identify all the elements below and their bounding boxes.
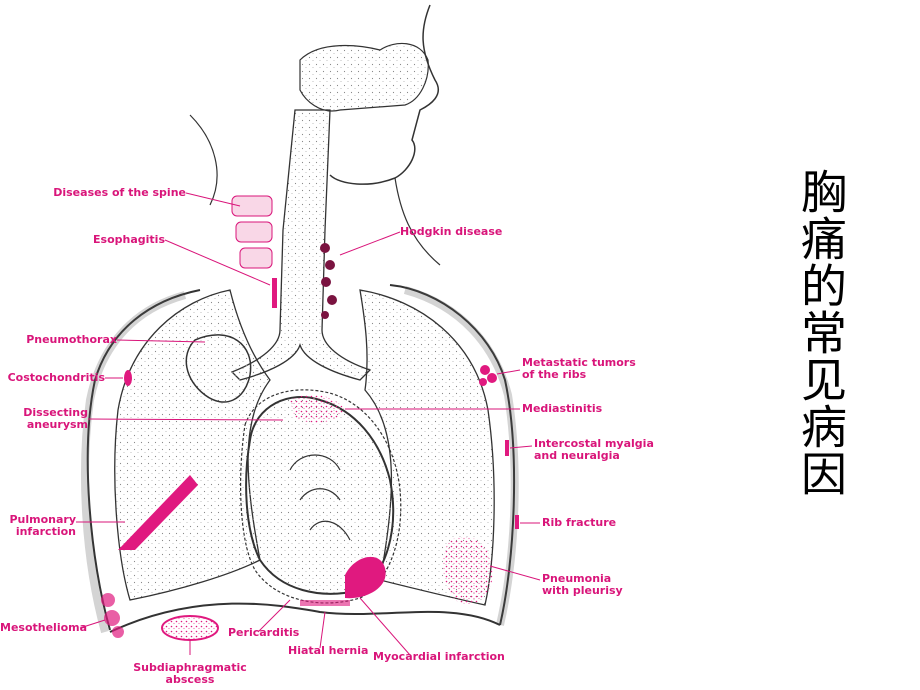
mesothelioma-lesion [101,593,124,638]
thorax-outline [86,284,516,631]
heart-valves [289,454,351,541]
label-pulmonary-infarction: Pulmonary infarction [9,513,76,538]
label-hiatal-hernia: Hiatal hernia [288,644,369,657]
pneumonia-region [443,536,493,604]
subdiaphragmatic-abscess-lesion [161,615,219,641]
intercostal-lesion [505,440,509,456]
mediastinitis-region [290,394,345,423]
leader-lines [76,192,541,656]
pulmonary-infarction-lesion [118,475,198,550]
hiatal-hernia-lesion [300,600,350,606]
label-pneumonia-with-pleurisy: Pneumonia with pleurisy [542,572,623,597]
label-costochondritis: Costochondritis [7,371,105,384]
label-esophagitis: Esophagitis [93,233,165,246]
chest-wall [81,291,187,634]
label-rib-fracture: Rib fracture [542,516,617,529]
label-dissecting-aneurysm: Dissecting aneurysm [23,406,88,431]
label-intercostal-myalgia: Intercostal myalgia and neuralgia [534,437,654,462]
metastatic-rib-tumor [479,365,497,386]
pneumothorax-region [185,334,252,403]
pericardium [239,389,402,604]
trachea [230,109,372,381]
label-subdiaphragmatic-abscess: Subdiaphragmatic abscess [133,661,247,686]
label-metastatic-tumors: Metastatic tumors of the ribs [522,356,636,381]
label-mesothelioma: Mesothelioma [0,621,88,634]
diaphragm [109,602,501,633]
label-mediastinitis: Mediastinitis [522,402,603,415]
rib-fracture-lesion [515,515,519,529]
neck-line-left [189,114,218,206]
spine [231,195,273,269]
label-pneumothorax: Pneumothorax [26,333,117,346]
nasal-cavity [299,42,429,112]
myocardial-infarction-lesion [345,556,386,599]
costochondritis-lesion [124,370,132,386]
neck-line-right [394,177,441,266]
label-diseases-of-the-spine: Diseases of the spine [53,186,186,199]
left-lung [114,289,271,601]
page-title: 胸痛的常见病因 [794,168,848,497]
chest-wall-right [403,286,519,626]
label-pericarditis: Pericarditis [228,626,300,639]
label-hodgkin-disease: Hodgkin disease [400,225,503,238]
esophagitis-lesion [272,278,277,308]
right-lung [359,289,495,606]
label-myocardial-infarction: Myocardial infarction [373,650,505,663]
hodgkin-nodes [320,243,337,319]
